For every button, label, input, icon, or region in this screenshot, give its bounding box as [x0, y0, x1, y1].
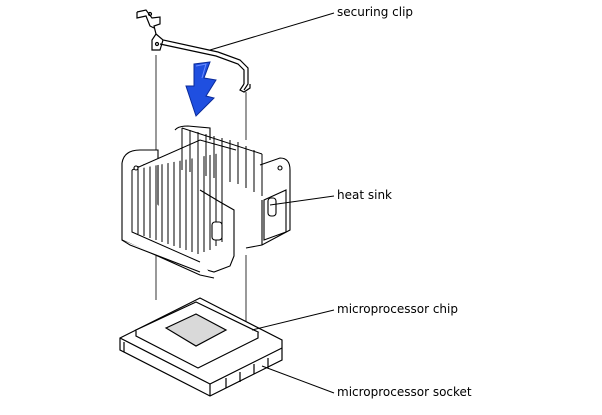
label-microprocessor-socket: microprocessor socket [337, 385, 472, 399]
heat-sink-fins [131, 127, 263, 263]
microprocessor-chip [134, 301, 260, 369]
securing-clip [136, 9, 251, 93]
heat-sink [121, 125, 291, 279]
leader-lines [209, 12, 335, 394]
label-microprocessor-chip: microprocessor chip [337, 302, 458, 316]
install-arrow [185, 61, 217, 117]
label-securing-clip: securing clip [337, 5, 414, 19]
label-heat-sink: heat sink [337, 188, 393, 202]
